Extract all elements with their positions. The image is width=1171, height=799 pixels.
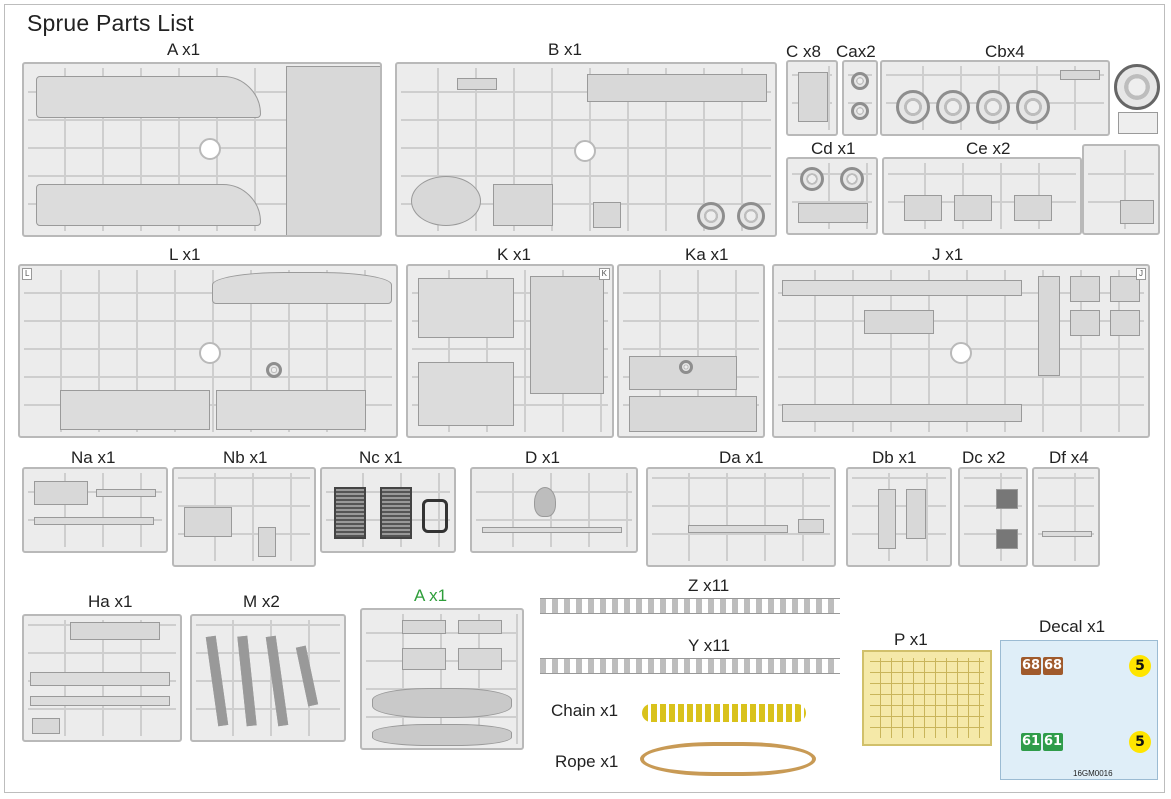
sprue-ce [882,157,1082,235]
page-frame [4,4,1165,793]
sprue-k: K [406,264,614,438]
sprue-b [395,62,777,237]
label-sprue-ka: Ka x1 [685,245,729,264]
sprue-l: L [18,264,398,438]
sprue-a [22,62,382,237]
sprue-nc [320,467,456,553]
label-sprue-dc: Dc x2 [962,448,1006,467]
sprue-cd [786,157,878,235]
label-sprue-k: K x1 [497,245,532,264]
label-sprue-c: C x8 [786,42,821,61]
sprue-c [786,60,838,136]
cb-extra-part [1118,112,1158,134]
rope-part [640,742,816,776]
photo-etch-fret [862,650,992,746]
label-sprue-j: J x1 [932,245,964,264]
decal-five-yellow: 5 [1129,731,1151,753]
page-title: Sprue Parts List [27,10,194,36]
label-sprue-a-resin: A x1 [414,586,448,605]
label-photo-etch-p: P x1 [894,630,928,649]
label-sprue-db: Db x1 [872,448,917,467]
label-sprue-z: Z x11 [688,576,730,595]
label-sprue-m: M x2 [243,592,280,611]
label-sprue-a: A x1 [167,40,201,59]
label-sprue-na: Na x1 [71,448,116,467]
label-sprue-nc: Nc x1 [359,448,403,467]
sprue-df [1032,467,1100,567]
decal-number: 68 [1021,657,1041,675]
label-sprue-l: L x1 [169,245,201,264]
sprue-nb [172,467,316,567]
label-sprue-ce: Ce x2 [966,139,1011,158]
chain-part [642,704,806,722]
label-sprue-cd: Cd x1 [811,139,856,158]
label-sprue-cb: Cbx4 [985,42,1025,61]
sprue-m [190,614,346,742]
track-z [540,598,840,614]
sprue-ka [617,264,765,438]
decal-number: 68 [1043,657,1063,675]
sprue-na [22,467,168,553]
sprue-da [646,467,836,567]
sprue-db [846,467,952,567]
sprue-ha [22,614,182,742]
label-sprue-df: Df x4 [1049,448,1089,467]
sprue-a-resin [360,608,524,750]
label-rope: Rope x1 [555,752,619,771]
sprue-cb [880,60,1110,136]
label-sprue-b: B x1 [548,40,583,59]
label-sprue-y: Y x11 [688,636,730,655]
track-y [540,658,840,674]
sprue-ca [842,60,878,136]
label-decal: Decal x1 [1039,617,1106,636]
sprue-ce-extension [1082,144,1160,235]
label-sprue-ha: Ha x1 [88,592,133,611]
sprue-j: J [772,264,1150,438]
sprocket-part [1114,64,1160,110]
label-sprue-nb: Nb x1 [223,448,268,467]
label-sprue-d: D x1 [525,448,560,467]
label-sprue-ca: Cax2 [836,42,876,61]
sprue-dc [958,467,1028,567]
label-chain: Chain x1 [551,701,619,720]
label-sprue-da: Da x1 [719,448,764,467]
sprue-d [470,467,638,553]
decal-sheet: 68 68 5 61 61 5 16GM0016 [1000,640,1158,780]
decal-number: 61 [1043,733,1063,751]
decal-five-yellow: 5 [1129,655,1151,677]
decal-code: 16GM0016 [1073,769,1113,778]
decal-number: 61 [1021,733,1041,751]
